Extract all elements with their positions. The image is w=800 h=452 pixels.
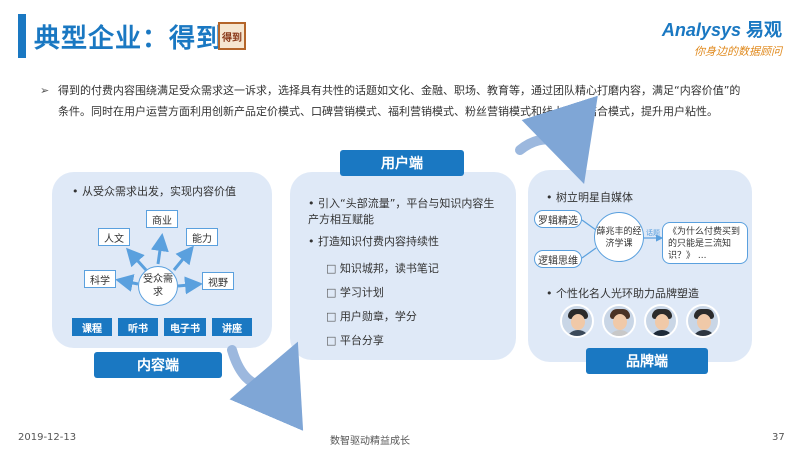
dedao-logo: 得到 [218, 22, 246, 50]
tag-user-side: 用户端 [340, 150, 464, 176]
node-vision: 视野 [202, 272, 234, 290]
footer-date: 2019-12-13 [18, 432, 77, 443]
brand-en: Analysys [661, 20, 741, 40]
brand-cn: 易观 [746, 20, 782, 40]
arrow-label-topic: 话题 [646, 229, 660, 237]
node-science: 科学 [84, 270, 116, 288]
bullet-dot-icon: • [308, 235, 318, 248]
user-bullet-1-text: 引入“头部流量”，平台与知识内容生产方相互赋能 [308, 197, 495, 226]
user-item-study-plan: 学习计划 [326, 284, 384, 300]
user-item-medals: 用户勋章，学分 [326, 308, 417, 324]
arrow-bullet-icon: ➢ [40, 84, 50, 97]
content-bullet: 从受众需求出发，实现内容价值 [72, 184, 236, 200]
brand-bullet-2: 个性化名人光环助力品牌塑造 [546, 286, 699, 302]
page-number: 37 [772, 432, 785, 443]
intro-paragraph: ➢ 得到的付费内容围绕满足受众需求这一诉求，选择具有共性的话题如文化、金融、职场… [40, 80, 745, 122]
chip-course: 课程 [72, 318, 112, 336]
chip-lecture: 讲座 [212, 318, 252, 336]
intro-text: 得到的付费内容围绕满足受众需求这一诉求，选择具有共性的话题如文化、金融、职场、教… [58, 84, 741, 118]
dedao-logo-text: 得到 [222, 32, 242, 44]
avatar [686, 304, 720, 338]
brand-bullet-1: 树立明星自媒体 [546, 190, 633, 206]
brand-tagline: 你身边的数据顾问 [694, 45, 782, 58]
avatar [560, 304, 594, 338]
arrow-content-to-user [227, 341, 304, 431]
chip-audiobook: 听书 [118, 318, 158, 336]
user-item-knowledge-city: 知识城邦，读书笔记 [326, 260, 439, 276]
bubble-luoji-select: 罗辑精选 [534, 210, 582, 228]
bubble-luoji-thinking: 逻辑思维 [534, 250, 582, 268]
chip-ebook: 电子书 [164, 318, 206, 336]
footer-slogan: 数智驱动精益成长 [330, 436, 410, 447]
tag-brand-side: 品牌端 [586, 348, 708, 374]
user-bullet-2: • 打造知识付费内容持续性 [308, 234, 498, 250]
user-item-share: 平台分享 [326, 332, 384, 348]
arrow-user-to-brand [515, 95, 598, 185]
center-xue-economics: 薛兆丰的经济学课 [594, 212, 644, 262]
quote-box: 《为什么付费买到的只能是三流知识？》 ... [662, 222, 748, 264]
avatar [644, 304, 678, 338]
tag-content-side: 内容端 [94, 352, 222, 378]
analysys-brand: Analysys 易观 你身边的数据顾问 [662, 16, 782, 59]
page-title: 典型企业：得到 [34, 24, 224, 54]
bullet-dot-icon: • [308, 197, 318, 210]
node-ability: 能力 [186, 228, 218, 246]
avatar [602, 304, 636, 338]
title-accent-bar [18, 14, 26, 58]
node-business: 商业 [146, 210, 178, 228]
user-bullet-1: • 引入“头部流量”，平台与知识内容生产方相互赋能 [308, 196, 498, 228]
center-audience-needs: 受众需求 [138, 266, 178, 306]
brand-name: Analysys 易观 [662, 16, 782, 42]
node-humanities: 人文 [98, 228, 130, 246]
user-bullet-2-text: 打造知识付费内容持续性 [318, 235, 439, 248]
